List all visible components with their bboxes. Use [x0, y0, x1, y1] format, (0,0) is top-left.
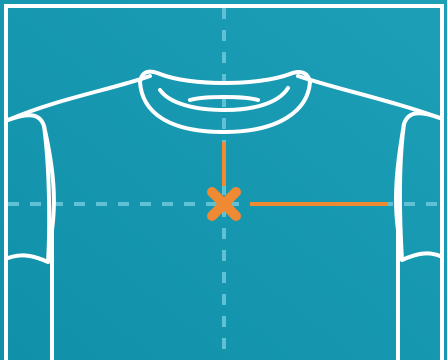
tshirt-diagram	[0, 0, 447, 360]
